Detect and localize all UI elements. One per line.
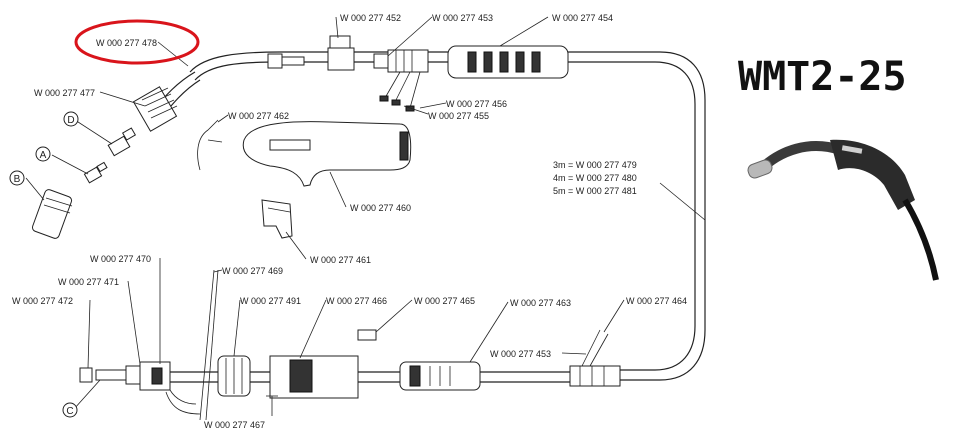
label-470: W 000 277 470 bbox=[90, 254, 151, 264]
label-479: 3m = W 000 277 479 bbox=[553, 160, 637, 170]
part-460-handle bbox=[242, 121, 412, 187]
label-466: W 000 277 466 bbox=[326, 296, 387, 306]
label-472: W 000 277 472 bbox=[12, 296, 73, 306]
label-464: W 000 277 464 bbox=[626, 296, 687, 306]
part-478-tip bbox=[267, 53, 305, 69]
part-466-block bbox=[269, 329, 377, 399]
label-461: W 000 277 461 bbox=[310, 255, 371, 265]
callout-c: C bbox=[62, 402, 78, 418]
label-453-bottom: W 000 277 453 bbox=[490, 349, 551, 359]
part-452 bbox=[327, 35, 355, 71]
part-467-screw bbox=[266, 395, 278, 416]
label-471: W 000 277 471 bbox=[58, 277, 119, 287]
callout-b: B bbox=[9, 170, 25, 186]
callout-d: D bbox=[63, 111, 79, 127]
highlight-ring bbox=[74, 19, 200, 65]
part-c-connector bbox=[95, 365, 141, 385]
label-465: W 000 277 465 bbox=[414, 296, 475, 306]
part-454-sleeve bbox=[447, 45, 569, 79]
svg-text:C: C bbox=[66, 406, 73, 417]
label-454: W 000 277 454 bbox=[552, 13, 613, 23]
svg-text:A: A bbox=[40, 150, 47, 161]
part-a bbox=[83, 161, 108, 184]
label-456: W 000 277 456 bbox=[446, 99, 507, 109]
part-464-453-bottom bbox=[569, 329, 621, 387]
label-478: W 000 277 478 bbox=[96, 38, 157, 48]
label-463: W 000 277 463 bbox=[510, 298, 571, 308]
part-469-wires bbox=[199, 269, 219, 421]
part-491-coil bbox=[217, 355, 251, 397]
cable-hose-inner bbox=[194, 61, 696, 371]
label-455: W 000 277 455 bbox=[428, 111, 489, 121]
part-477-insulator bbox=[132, 86, 178, 132]
label-480: 4m = W 000 277 480 bbox=[553, 173, 637, 183]
label-460: W 000 277 460 bbox=[350, 203, 411, 213]
label-469: W 000 277 469 bbox=[222, 266, 283, 276]
label-452: W 000 277 452 bbox=[340, 13, 401, 23]
part-472 bbox=[79, 367, 93, 383]
label-467: W 000 277 467 bbox=[204, 420, 265, 430]
part-470-471-block bbox=[139, 361, 201, 415]
wires-455-456 bbox=[379, 71, 421, 112]
part-b-nozzle bbox=[31, 189, 73, 239]
part-462-spring bbox=[197, 119, 223, 171]
part-465-sleeve bbox=[399, 361, 481, 391]
part-d bbox=[107, 127, 137, 157]
leader-lines bbox=[25, 16, 706, 410]
label-462: W 000 277 462 bbox=[228, 111, 289, 121]
torch-product-illustration bbox=[747, 139, 939, 281]
label-491: W 000 277 491 bbox=[240, 296, 301, 306]
part-461-trigger bbox=[261, 199, 293, 239]
cable-hose-outer bbox=[189, 51, 706, 381]
svg-text:D: D bbox=[67, 115, 74, 126]
part-453-top bbox=[373, 49, 429, 73]
svg-text:B: B bbox=[14, 174, 21, 185]
model-title: WMT2-25 bbox=[738, 54, 907, 100]
label-481: 5m = W 000 277 481 bbox=[553, 186, 637, 196]
label-477: W 000 277 477 bbox=[34, 88, 95, 98]
callout-a: A bbox=[35, 146, 51, 162]
label-453-top: W 000 277 453 bbox=[432, 13, 493, 23]
